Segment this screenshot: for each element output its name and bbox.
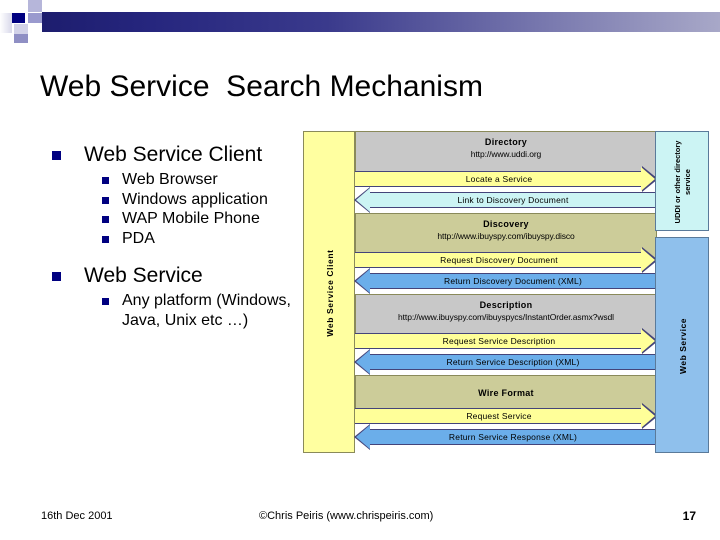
list-item-label: Windows application bbox=[122, 190, 268, 208]
list-item-label: PDA bbox=[122, 229, 155, 247]
deco-square-lavender-1 bbox=[28, 0, 42, 12]
footer-credit: ©Chris Peiris (www.chrispeiris.com) bbox=[259, 510, 434, 522]
square-bullet-icon bbox=[52, 151, 61, 160]
square-bullet-icon bbox=[102, 196, 109, 204]
deco-square-pale-2 bbox=[14, 34, 28, 43]
arrow-head-icon bbox=[356, 350, 370, 374]
diagram-client-column: Web Service Client bbox=[303, 131, 355, 453]
arrow-label: Return Discovery Document (XML) bbox=[444, 276, 582, 286]
square-bullet-icon bbox=[102, 216, 109, 223]
web-service-box: Web Service bbox=[655, 237, 709, 453]
deco-square-lavender-2 bbox=[28, 13, 42, 23]
layer-url: http://www.ibuyspy.com/ibuyspycs/Instant… bbox=[398, 312, 614, 322]
list-item: Web Browser bbox=[44, 170, 306, 190]
arrow-return-discovery-document: Return Discovery Document (XML) bbox=[369, 273, 657, 289]
arrow-request-service-description: Request Service Description bbox=[355, 333, 643, 349]
header-decoration bbox=[0, 0, 720, 43]
web-service-box-label: Web Service bbox=[678, 318, 688, 374]
arrow-label: Request Service Description bbox=[442, 336, 556, 346]
arrow-request-discovery-document: Request Discovery Document bbox=[355, 252, 643, 268]
list-item: PDA bbox=[44, 229, 306, 249]
arrow-label: Link to Discovery Document bbox=[457, 195, 569, 205]
list-item-label: Any platform (Windows, Java, Unix etc …) bbox=[122, 292, 291, 329]
arrow-head-icon bbox=[356, 269, 370, 293]
layer-description: Description http://www.ibuyspy.com/ibuys… bbox=[355, 294, 657, 340]
list-item: Any platform (Windows, Java, Unix etc …) bbox=[44, 291, 306, 330]
layer-title: Wire Format bbox=[478, 388, 534, 398]
bullet-heading-web-service: Web Service bbox=[44, 263, 306, 289]
deco-square-fade bbox=[0, 13, 12, 33]
header-gradient-band bbox=[42, 12, 720, 32]
arrow-label: Request Discovery Document bbox=[440, 255, 558, 265]
square-bullet-icon bbox=[52, 272, 61, 281]
layer-title: Description bbox=[479, 300, 533, 310]
arrow-return-service-description: Return Service Description (XML) bbox=[369, 354, 657, 370]
arrow-label: Locate a Service bbox=[465, 174, 533, 184]
list-item-label: WAP Mobile Phone bbox=[122, 210, 260, 227]
layer-directory: Directory http://www.uddi.org bbox=[355, 131, 657, 177]
footer-date: 16th Dec 2001 bbox=[41, 510, 113, 522]
arrow-label: Request Service bbox=[466, 411, 532, 421]
arrow-label: Return Service Description (XML) bbox=[446, 357, 580, 367]
arrow-head-icon bbox=[356, 188, 370, 212]
deco-square-navy bbox=[12, 13, 25, 23]
square-bullet-icon bbox=[102, 177, 109, 184]
arrow-locate-a-service: Locate a Service bbox=[355, 171, 643, 187]
client-column-label: Web Service Client bbox=[325, 249, 335, 337]
arrow-head-icon bbox=[356, 425, 370, 449]
layer-url: http://www.ibuyspy.com/ibuyspy.disco bbox=[437, 231, 575, 241]
layer-title: Directory bbox=[484, 137, 528, 147]
content-block-web-service: Web Service Any platform (Windows, Java,… bbox=[44, 263, 306, 330]
arrow-return-service-response: Return Service Response (XML) bbox=[369, 429, 657, 445]
arrow-head-icon bbox=[641, 404, 655, 428]
heading-text: Web Service bbox=[84, 264, 203, 287]
arrow-head-icon bbox=[641, 167, 655, 191]
arrow-head-icon bbox=[641, 248, 655, 272]
arrow-link-to-discovery-document: Link to Discovery Document bbox=[369, 192, 657, 208]
page-title: Web Service Search Mechanism bbox=[40, 70, 483, 103]
slide-footer: 16th Dec 2001 ©Chris Peiris (www.chrispe… bbox=[0, 505, 720, 535]
arrow-head-icon bbox=[641, 329, 655, 353]
layer-discovery: Discovery http://www.ibuyspy.com/ibuyspy… bbox=[355, 213, 657, 259]
list-item: Windows application bbox=[44, 190, 306, 210]
heading-text: Web Service Client bbox=[84, 143, 263, 166]
list-item-label: Web Browser bbox=[122, 171, 218, 188]
square-bullet-icon bbox=[102, 298, 109, 305]
footer-page-number: 17 bbox=[682, 509, 696, 523]
diagram-stack: Directory http://www.uddi.org Locate a S… bbox=[354, 131, 658, 453]
uddi-registry-label: UDDI or other directory service bbox=[673, 140, 692, 224]
arrow-label: Return Service Response (XML) bbox=[448, 432, 578, 442]
sub-bullet-list-web-service: Any platform (Windows, Java, Unix etc …) bbox=[44, 291, 306, 330]
bullet-heading-web-service-client: Web Service Client bbox=[44, 142, 306, 168]
web-service-search-diagram: Web Service Client Directory http://www.… bbox=[303, 131, 709, 453]
content-column: Web Service Client Web Browser Windows a… bbox=[44, 142, 306, 330]
layer-url: http://www.uddi.org bbox=[470, 149, 542, 159]
content-block-client: Web Service Client Web Browser Windows a… bbox=[44, 142, 306, 248]
list-item: WAP Mobile Phone bbox=[44, 209, 306, 229]
uddi-registry-box: UDDI or other directory service bbox=[655, 131, 709, 231]
deco-square-pale-1 bbox=[14, 24, 28, 34]
square-bullet-icon bbox=[102, 235, 109, 243]
layer-title: Discovery bbox=[483, 219, 529, 229]
arrow-request-service: Request Service bbox=[355, 408, 643, 424]
sub-bullet-list-client: Web Browser Windows application WAP Mobi… bbox=[44, 170, 306, 248]
